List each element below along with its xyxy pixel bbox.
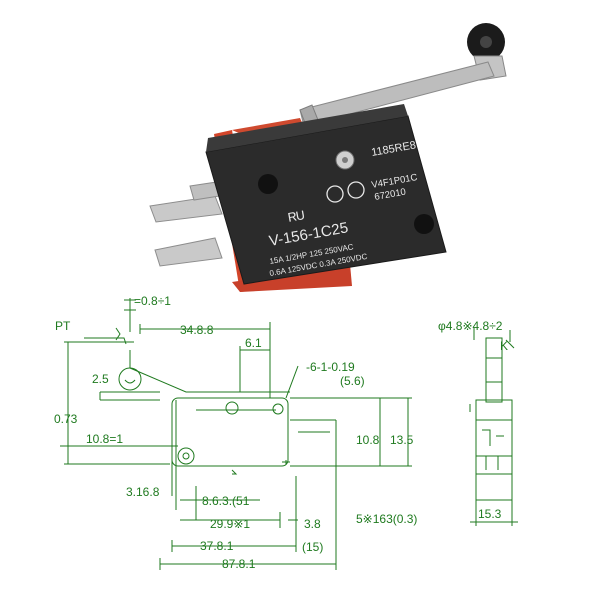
- dim-5-163: 5※163(0.3): [356, 512, 417, 526]
- dim-13-5: 13.5: [390, 433, 414, 447]
- dim-15: (15): [302, 540, 323, 554]
- lever-arm-icon: [299, 61, 495, 127]
- side-dim-15-3: 15.3: [478, 507, 502, 521]
- sa-mark-icon-2: [347, 181, 365, 199]
- terminal-2: [154, 237, 223, 267]
- sa-mark-icon: [326, 185, 344, 203]
- dim-10-8: 10.8: [356, 433, 380, 447]
- mount-hole-2: [414, 214, 434, 234]
- dim-8-6-3: 8.6.3.(51: [202, 494, 250, 508]
- front-view-drawing: [60, 298, 412, 570]
- hole-outline-3: [177, 447, 195, 465]
- dim-top-tolerance: =0.8÷1: [134, 294, 171, 308]
- dim-34-8-8: 34.8.8: [180, 323, 214, 337]
- side-view-drawing: [469, 328, 518, 526]
- side-dim-k: K: [500, 339, 508, 353]
- dim-3-16-8: 3.16.8: [126, 485, 160, 499]
- dim-0-73: 0.73: [54, 412, 78, 426]
- hole-outline-2: [272, 403, 284, 415]
- dim-hole: -6-1-0.19: [306, 360, 355, 374]
- label-pt: PT: [55, 319, 71, 333]
- hole-outline-1: [225, 401, 239, 415]
- ul-mark: ᴿᵁ: [287, 207, 306, 229]
- dim-29-9: 29.9※1: [210, 517, 250, 531]
- dim-hole-ref: (5.6): [340, 374, 365, 388]
- side-dim-top: φ4.8※4.8÷2: [438, 319, 503, 333]
- mount-hole-1: [258, 174, 278, 194]
- lever-outline: [129, 350, 290, 393]
- roller-outline: [118, 367, 142, 391]
- dim-3-8: 3.8: [304, 517, 321, 531]
- switch-photo: 1185RE8 ᴿᵁ V4F1P01C 672010 V-156-1C25 15…: [149, 23, 507, 292]
- switch-body-outline: [171, 397, 289, 467]
- dim-2-5: 2.5: [92, 372, 109, 386]
- dim-10-8-1: 10.8=1: [86, 432, 123, 446]
- dim-87-8-1: 87.8.1: [222, 557, 256, 571]
- dim-37-8-1: 37.8.1: [200, 539, 234, 553]
- terminal-1: [149, 195, 223, 223]
- side-body-outline: [475, 399, 513, 501]
- dim-6-1: 6.1: [245, 336, 262, 350]
- cert-line-2: 672010: [374, 187, 407, 203]
